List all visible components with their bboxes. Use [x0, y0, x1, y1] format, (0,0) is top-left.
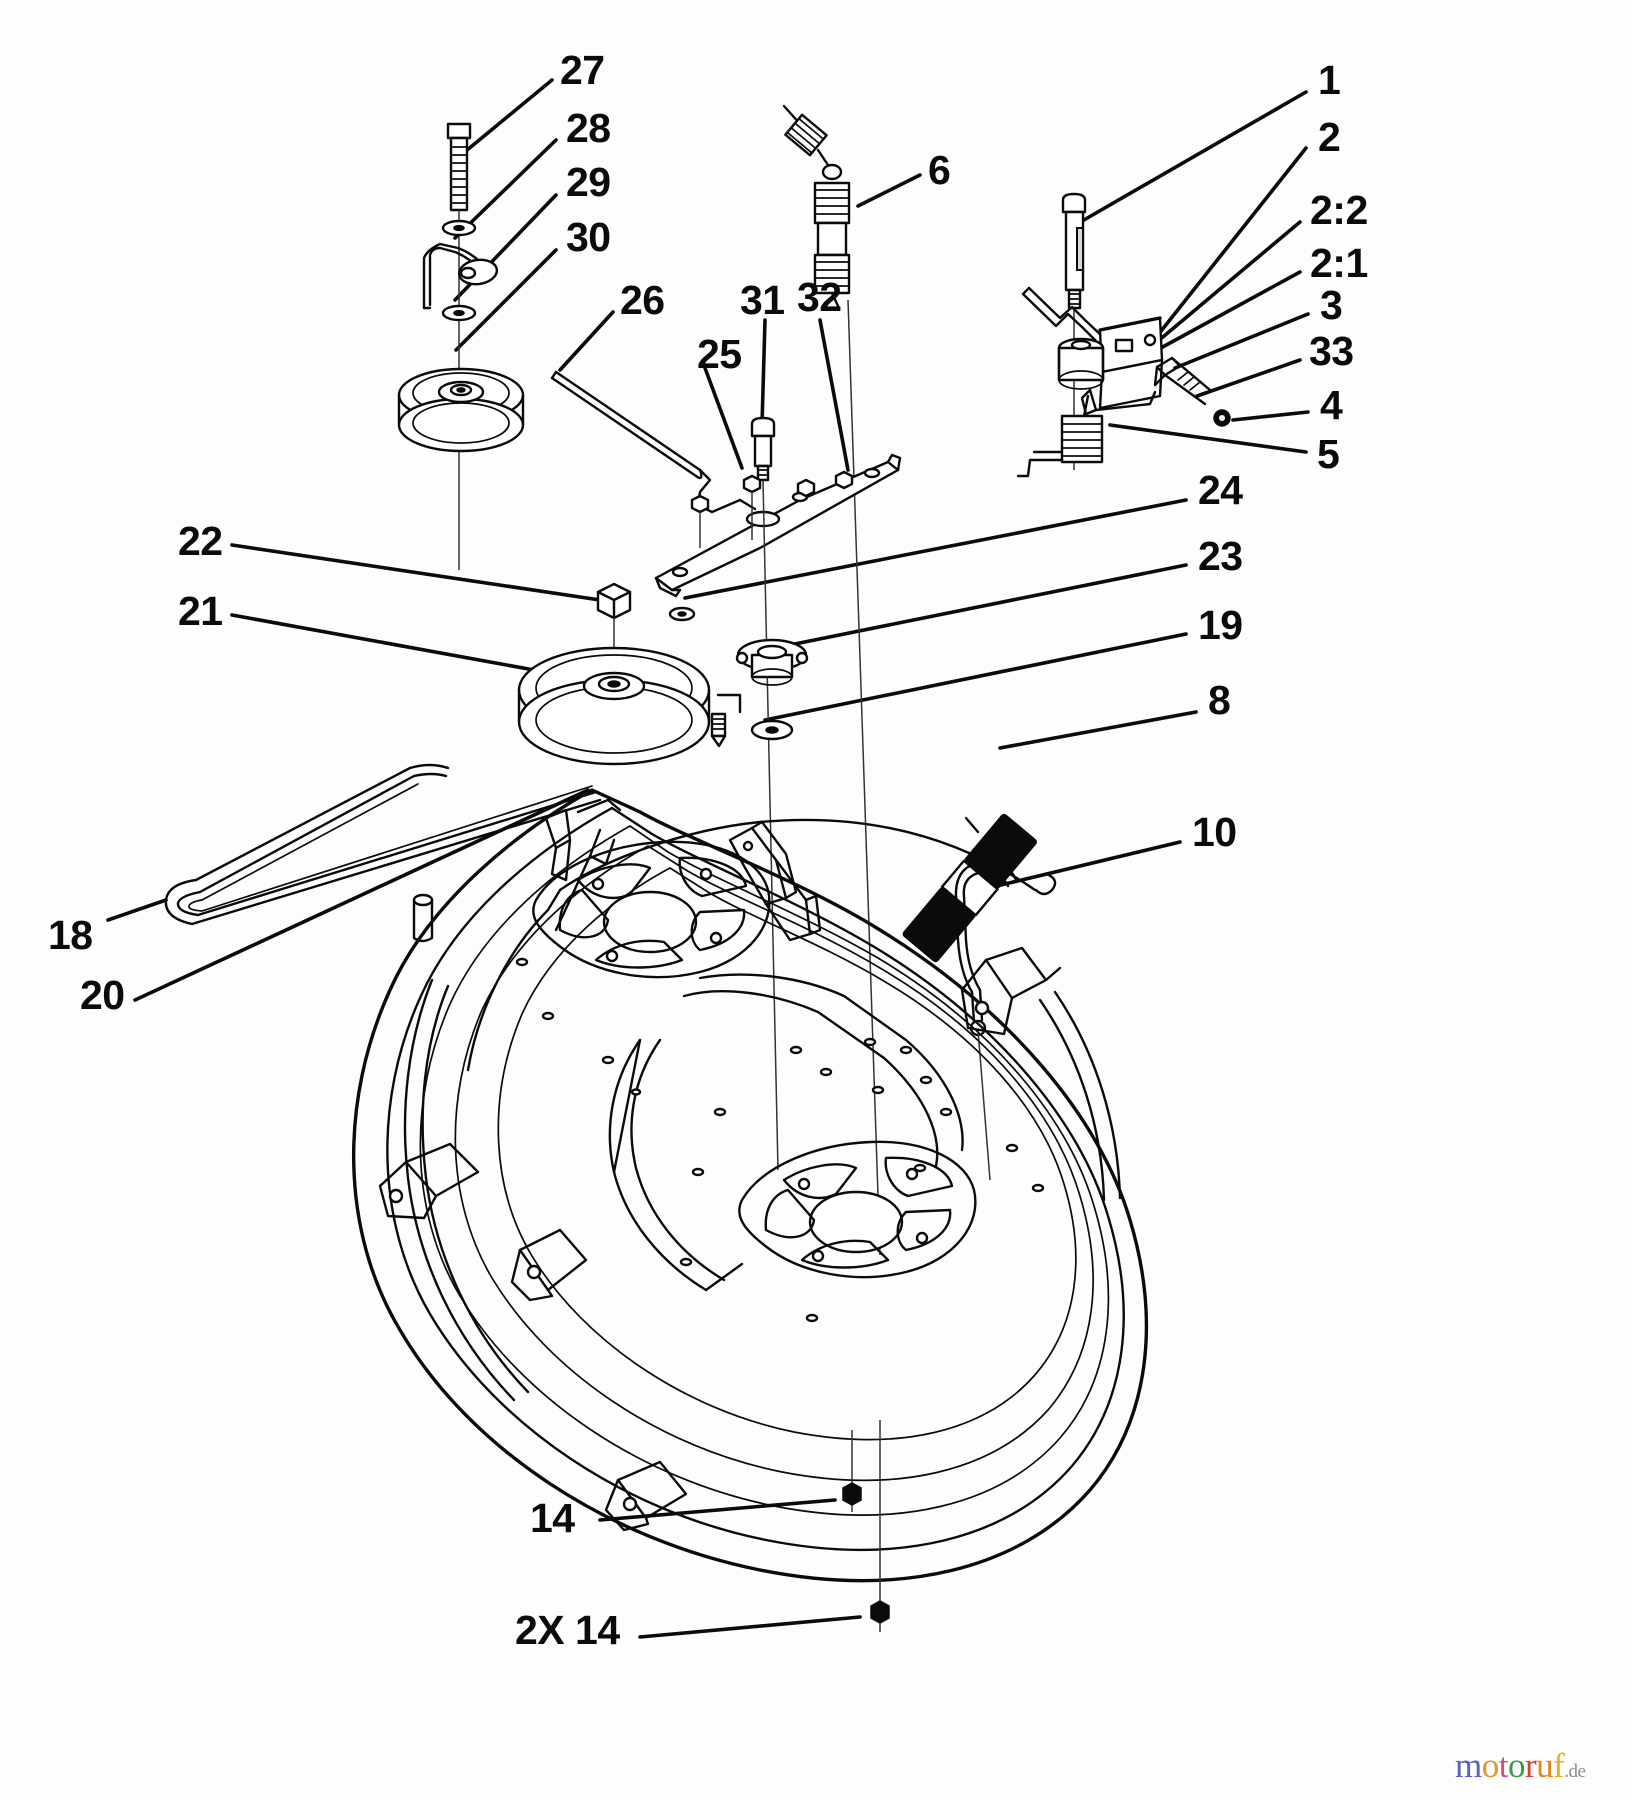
callout-1: 1 [1318, 57, 1341, 103]
mower-deck-shell [352, 788, 1148, 1583]
wm-letter-m: m [1455, 1746, 1482, 1785]
belt-guide-tabs [728, 820, 822, 942]
wm-letter-t: t [1498, 1746, 1509, 1785]
callout-2x-14: 2X 14 [515, 1607, 620, 1653]
callout-8: 8 [1208, 677, 1231, 723]
part-23-washer-small [668, 606, 696, 622]
part-22-flange-nut [596, 582, 632, 620]
part-28-washer [441, 219, 477, 237]
callout-32: 32 [797, 274, 842, 320]
wm-letter-f: f [1553, 1746, 1565, 1785]
deck-fastener-holes [515, 957, 1045, 1323]
callout-21: 21 [178, 588, 223, 634]
callout-19: 19 [1198, 602, 1243, 648]
deck-spindle-boss-lower [738, 1140, 977, 1279]
callout-3: 3 [1320, 282, 1343, 328]
part-14-nut-upper [842, 1482, 862, 1506]
deck-spindle-boss-upper [532, 840, 771, 979]
part-21-drive-pulley [517, 646, 711, 766]
wm-letter-u: u [1536, 1746, 1554, 1785]
callout-30: 30 [566, 214, 611, 260]
callout-14: 14 [530, 1495, 575, 1541]
part-31-nut [742, 474, 762, 540]
part-14-nut-lower [870, 1600, 890, 1624]
part-8-extension-spring [902, 813, 1057, 963]
part-25-shoulder-bolt [750, 416, 776, 482]
callout-10: 10 [1192, 809, 1237, 855]
part-33-bolt [1153, 356, 1212, 406]
callout-4: 4 [1320, 382, 1343, 428]
part-30-washer [441, 304, 477, 322]
part-3-pivot-bushing [1057, 337, 1105, 390]
spindle-screw [710, 693, 742, 748]
part-4-locknut [1213, 409, 1231, 427]
part-29-idler-rod [422, 242, 499, 310]
callout-2-1: 2:1 [1310, 240, 1368, 286]
part-32-nut [834, 470, 854, 490]
callout-24: 24 [1198, 467, 1243, 513]
callout-20: 20 [80, 972, 125, 1018]
part-6b-spring-body [813, 181, 851, 308]
wm-letter-o2: o [1507, 1746, 1526, 1785]
callout-25: 25 [697, 331, 742, 377]
callout-33: 33 [1309, 328, 1354, 374]
callout-18: 18 [48, 912, 93, 958]
motoruf-watermark: motoruf.de [1455, 1746, 1586, 1785]
callout-23: 23 [1198, 533, 1243, 579]
wm-letter-o1: o [1481, 1746, 1500, 1785]
small-hardware-on-plate [690, 478, 816, 548]
part-19-spindle-housing [735, 638, 809, 686]
callout-2-2: 2:2 [1310, 187, 1368, 233]
callout-2: 2 [1318, 114, 1341, 160]
part-2-idler-bracket-assembly [1021, 286, 1164, 416]
part-1-carriage-bolt [1061, 192, 1087, 310]
callout-26: 26 [620, 277, 665, 323]
spindle-washer [750, 719, 794, 741]
callout-29: 29 [566, 159, 611, 205]
wm-letter-r: r [1524, 1746, 1537, 1785]
part-26-rod [550, 370, 712, 507]
idler-pulley-upper [397, 367, 525, 453]
callout-27: 27 [560, 47, 605, 93]
callout-28: 28 [566, 105, 611, 151]
callout-5: 5 [1317, 431, 1340, 477]
leader-lines [106, 78, 1310, 1639]
callout-31: 31 [740, 277, 785, 323]
part-6-extension-spring [782, 104, 843, 181]
callout-22: 22 [178, 518, 223, 564]
part-5-torsion-spring [1016, 394, 1104, 478]
part-27-idler-bolt [446, 122, 472, 212]
part-24-idler-arm-plate [654, 453, 902, 598]
part-18-20-drive-belt [164, 763, 602, 926]
callout-6: 6 [928, 147, 951, 193]
wm-suffix: .de [1564, 1761, 1586, 1782]
